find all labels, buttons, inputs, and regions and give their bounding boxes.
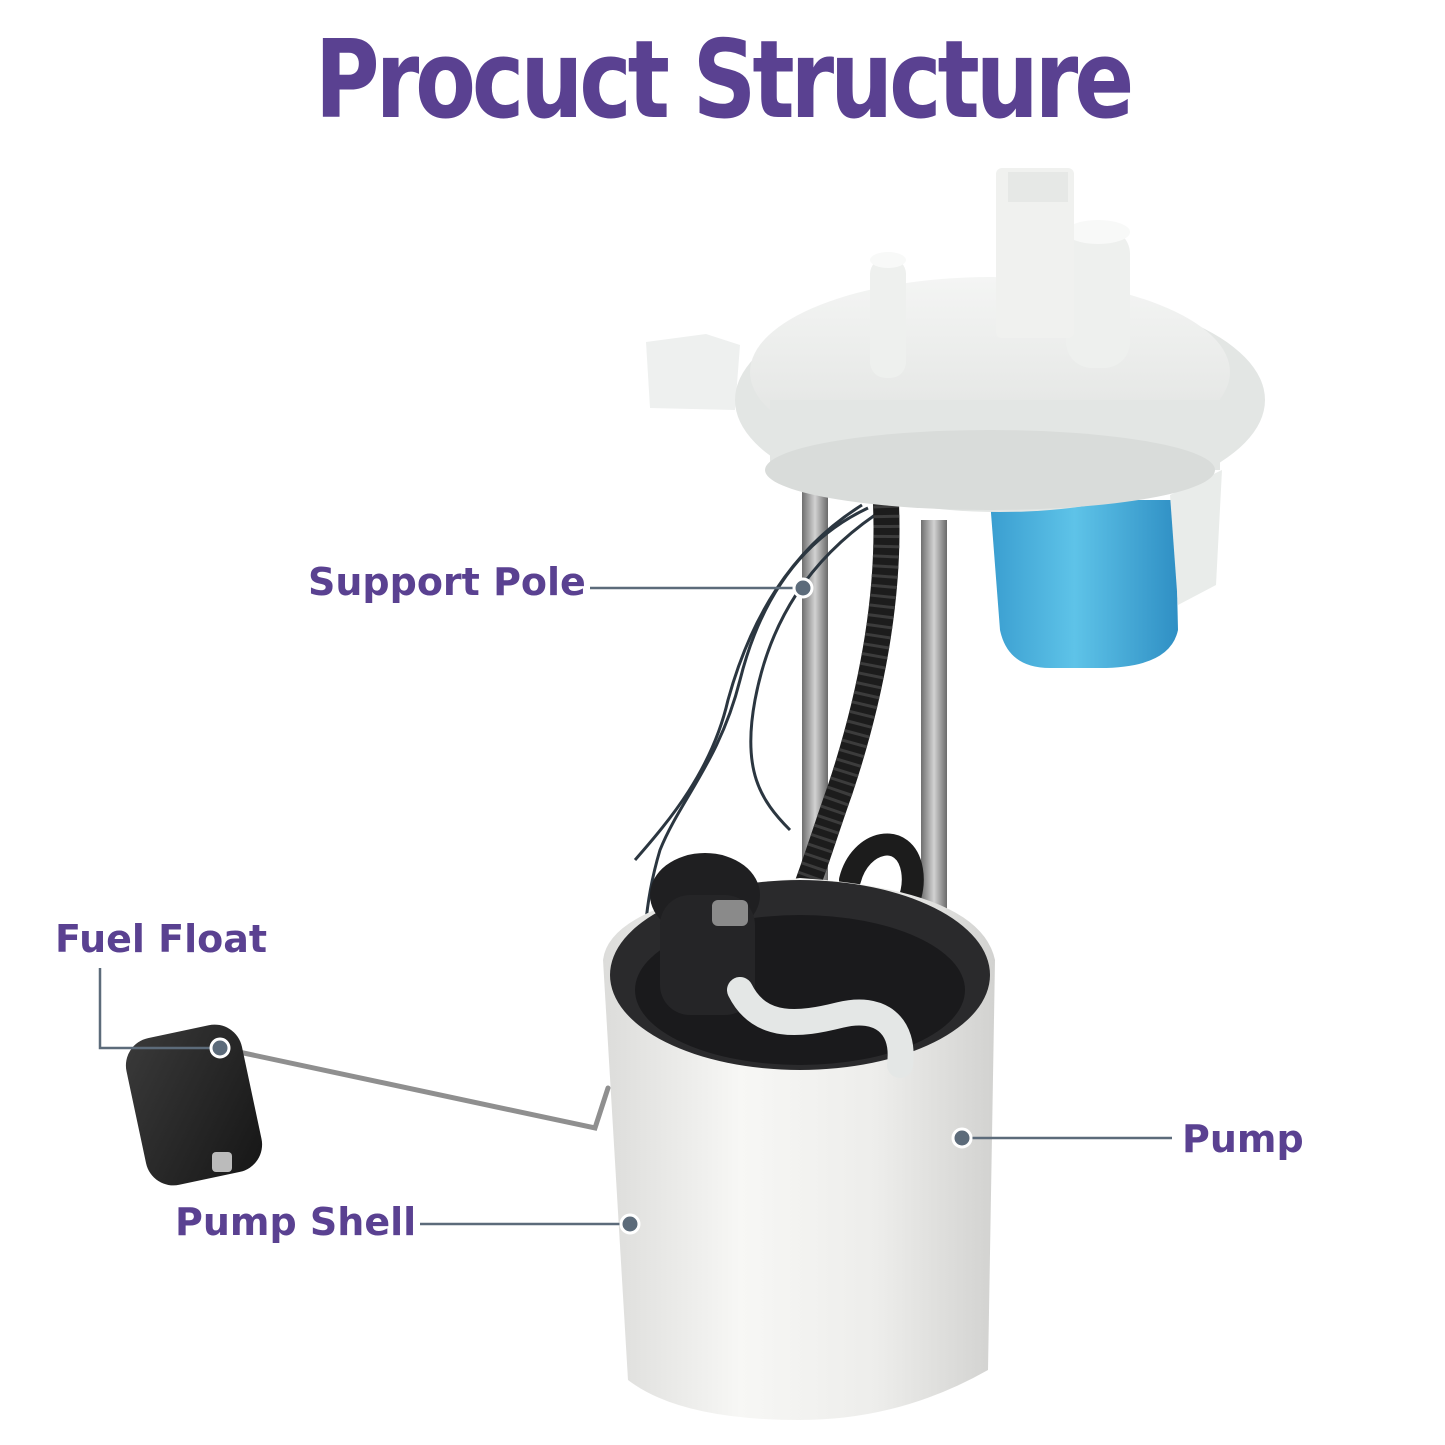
label-pump-shell: Pump Shell bbox=[175, 1200, 417, 1244]
dot-support-pole bbox=[792, 577, 814, 599]
label-pump: Pump bbox=[1182, 1117, 1304, 1161]
top-cap bbox=[646, 277, 1265, 512]
cap-fittings bbox=[870, 168, 1130, 378]
filter-sock bbox=[990, 470, 1222, 668]
dot-pump-shell bbox=[619, 1213, 641, 1235]
leader-fuel-float bbox=[98, 968, 218, 1050]
dot-fuel-float bbox=[209, 1037, 231, 1059]
page-title: Procuct Structure bbox=[314, 18, 1134, 143]
dot-pump bbox=[951, 1127, 973, 1149]
label-fuel-float: Fuel Float bbox=[55, 917, 268, 961]
callout-leaders bbox=[98, 577, 1172, 1235]
clear-hose bbox=[727, 977, 914, 1078]
label-support-pole: Support Pole bbox=[308, 560, 586, 604]
fuel-float bbox=[125, 1024, 611, 1186]
